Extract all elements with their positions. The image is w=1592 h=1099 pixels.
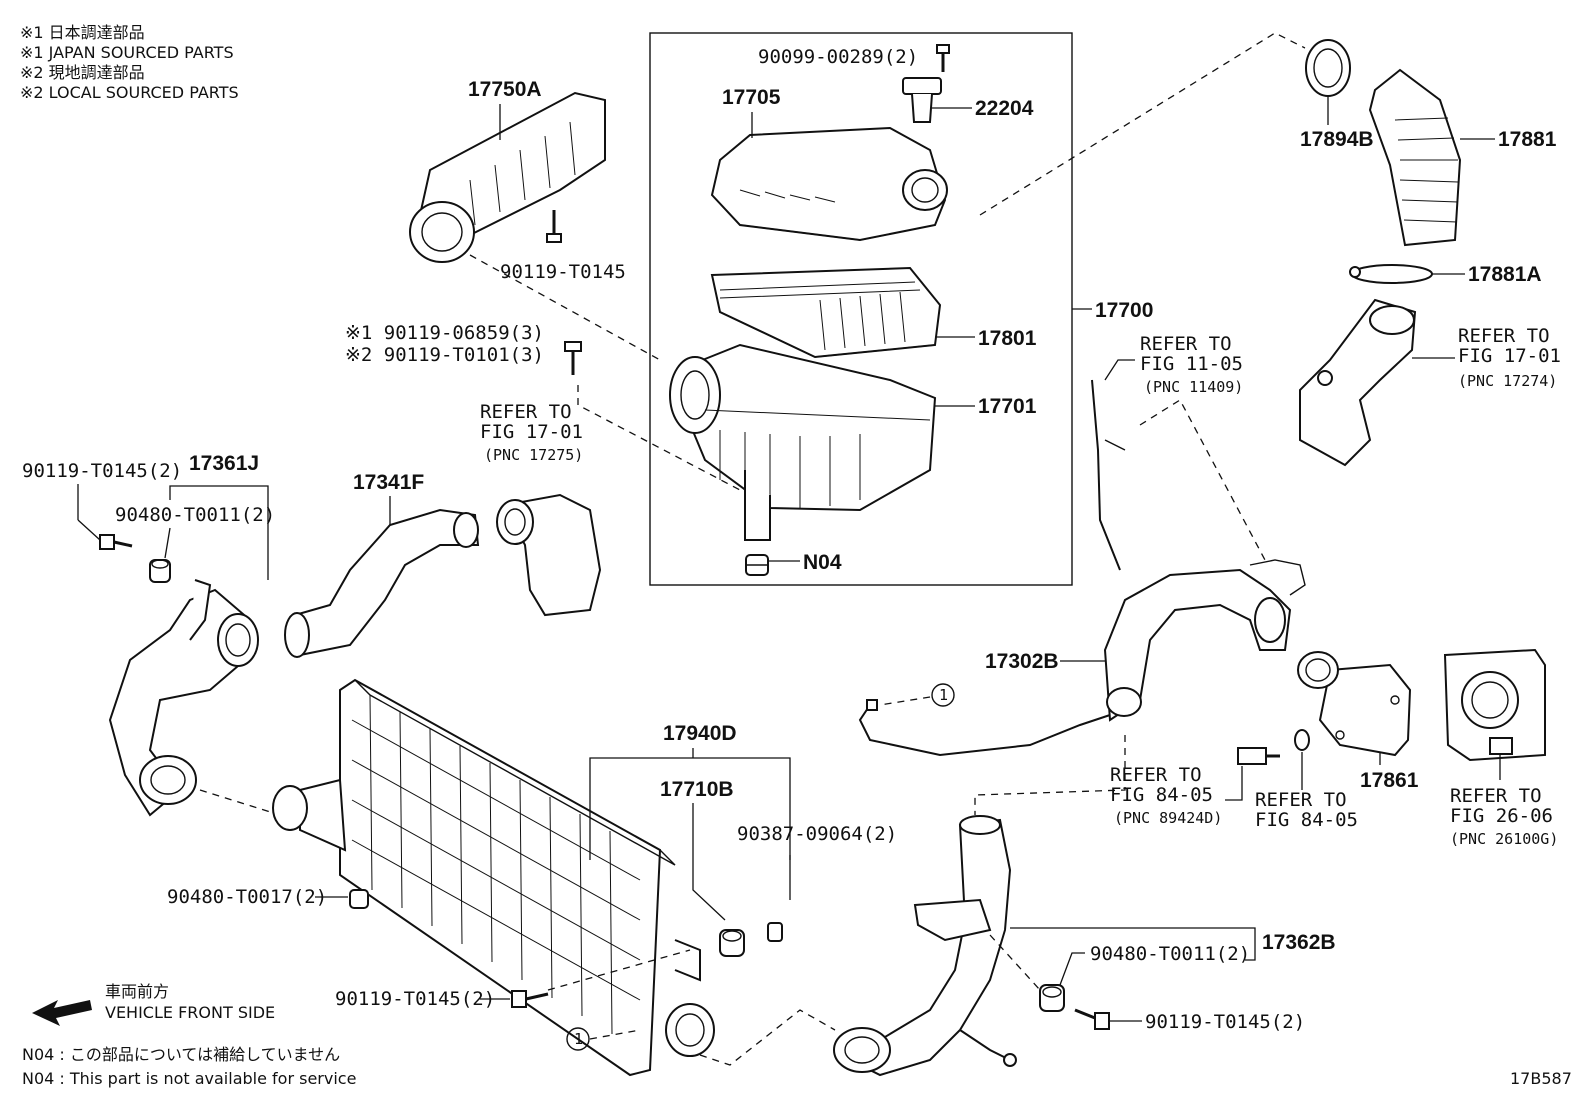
vacuum-line-icon — [858, 699, 1111, 757]
part-17881a[interactable]: 17881A — [1468, 263, 1542, 286]
part-90480-t0011-right[interactable]: 90480-T0011(2) — [1090, 943, 1250, 965]
connection-marker-1-top — [931, 683, 955, 707]
figure-code: 17B587 — [1510, 1069, 1572, 1088]
ref-4-line-3[interactable]: (PNC 89424D) — [1114, 809, 1222, 827]
ref-1-line-1[interactable]: REFER TO — [480, 401, 572, 423]
ref-6-line-2[interactable]: FIG 26-06 — [1450, 805, 1553, 827]
part-90099-00289[interactable]: 90099-00289(2) — [758, 46, 918, 68]
ref-3-line-2[interactable]: FIG 17-01 — [1458, 345, 1561, 367]
throttle-body-icon — [1443, 648, 1546, 762]
grommet-90480-t0011-left-icon — [149, 559, 171, 583]
air-cleaner-cap-icon — [710, 126, 948, 242]
ref-5-line-2[interactable]: FIG 84-05 — [1255, 809, 1358, 831]
connection-marker-1-top-label: 1 — [939, 686, 948, 704]
note-2-en: ※2 LOCAL SOURCED PARTS — [20, 83, 239, 102]
part-n04[interactable]: N04 — [803, 551, 842, 574]
bolt-90119-06859-icon — [564, 341, 582, 375]
intercooler-hose-17341f-icon — [284, 508, 480, 658]
part-17881[interactable]: 17881 — [1498, 128, 1557, 151]
intercooler-pipe-17362b-icon — [833, 815, 1017, 1077]
note-1-jp: ※1 日本調達部品 — [20, 23, 145, 42]
bolt-90119-t0145-bottom-icon — [511, 990, 549, 1008]
part-17700[interactable]: 17700 — [1095, 299, 1153, 322]
ref-1-line-2[interactable]: FIG 17-01 — [480, 421, 583, 443]
part-90119-t0145-bottom[interactable]: 90119-T0145(2) — [335, 988, 495, 1010]
part-17701[interactable]: 17701 — [978, 395, 1037, 418]
air-inlet-duct-icon — [409, 91, 606, 263]
ref-4-line-1[interactable]: REFER TO — [1110, 764, 1202, 786]
part-17362b[interactable]: 17362B — [1262, 931, 1336, 954]
part-90119-t0101[interactable]: ※2 90119-T0101(3) — [345, 344, 544, 366]
hose-clamp-17894b-icon — [1305, 39, 1351, 97]
vacuum-hose-11409-icon — [1091, 379, 1126, 571]
part-17940d[interactable]: 17940D — [663, 722, 737, 745]
ref-5-line-1[interactable]: REFER TO — [1255, 789, 1347, 811]
turbo-inlet-pipe-icon — [1299, 298, 1417, 467]
grommet-90480-t0017-icon — [349, 889, 369, 909]
part-17705[interactable]: 17705 — [722, 86, 781, 109]
part-90119-06859[interactable]: ※1 90119-06859(3) — [345, 322, 544, 344]
part-90480-t0017[interactable]: 90480-T0017(2) — [167, 886, 327, 908]
part-17750a[interactable]: 17750A — [468, 78, 542, 101]
hose-clamp-17881a-icon — [1349, 264, 1433, 284]
part-17302b[interactable]: 17302B — [985, 650, 1059, 673]
ref-3-line-3[interactable]: (PNC 17274) — [1458, 372, 1557, 390]
notes-legend: ※1 日本調達部品 ※1 JAPAN SOURCED PARTS ※2 現地調達… — [20, 23, 239, 102]
connection-marker-1-bottom-label: 1 — [574, 1030, 583, 1048]
grommet-17710b-icon — [719, 929, 745, 957]
n04-note-jp: N04 : この部品については補給していません — [22, 1045, 340, 1064]
intercooler-outlet-pipe-17302b-icon — [1103, 559, 1306, 722]
part-17801[interactable]: 17801 — [978, 327, 1037, 350]
part-90119-t0145-right[interactable]: 90119-T0145(2) — [1145, 1011, 1305, 1033]
air-cleaner-case-icon — [669, 343, 937, 541]
screw-90099-icon — [936, 44, 950, 72]
ref-2-line-3[interactable]: (PNC 11409) — [1144, 378, 1243, 396]
mass-air-flow-sensor-icon — [902, 77, 942, 123]
intake-hose-17881-icon — [1368, 68, 1462, 247]
part-17361j[interactable]: 17361J — [189, 452, 259, 475]
ref-2-line-1[interactable]: REFER TO — [1140, 333, 1232, 355]
ref-4-line-2[interactable]: FIG 84-05 — [1110, 784, 1213, 806]
ref-6-line-1[interactable]: REFER TO — [1450, 785, 1542, 807]
ref-3-line-1[interactable]: REFER TO — [1458, 325, 1550, 347]
grommet-n04-icon — [745, 554, 769, 576]
bolt-90119-t0145-right-icon — [1074, 1008, 1110, 1030]
bolt-90119-t0145-left-icon — [99, 534, 133, 550]
intake-connector-17275-icon — [496, 493, 602, 617]
vehicle-front-arrow-icon — [32, 1000, 92, 1026]
bolt-90119-t0145-top-icon — [546, 210, 562, 243]
throttle-connector-17861-icon — [1297, 651, 1412, 757]
ref-2-line-2[interactable]: FIG 11-05 — [1140, 353, 1243, 375]
intercooler-inlet-pipe-17361j-icon — [108, 579, 259, 817]
vehicle-front-jp: 車両前方 — [105, 982, 169, 1001]
part-90119-t0145-left[interactable]: 90119-T0145(2) — [22, 460, 182, 482]
part-90119-t0145-top[interactable]: 90119-T0145 — [500, 261, 626, 283]
note-1-en: ※1 JAPAN SOURCED PARTS — [20, 43, 234, 62]
air-filter-element-icon — [710, 266, 942, 359]
part-17861[interactable]: 17861 — [1360, 769, 1419, 792]
intake-air-temp-sensor-icon — [1237, 747, 1280, 765]
ref-1-line-3[interactable]: (PNC 17275) — [484, 446, 583, 464]
note-2-jp: ※2 現地調達部品 — [20, 63, 145, 82]
part-90387-09064[interactable]: 90387-09064(2) — [737, 823, 897, 845]
part-17341f[interactable]: 17341F — [353, 471, 424, 494]
part-22204[interactable]: 22204 — [975, 97, 1034, 120]
part-17710b[interactable]: 17710B — [660, 778, 734, 801]
part-90480-t0011-left[interactable]: 90480-T0011(2) — [115, 504, 275, 526]
connection-marker-1-bottom — [566, 1027, 590, 1051]
grommet-90480-t0011-right-icon — [1039, 984, 1065, 1012]
n04-note-en: N04 : This part is not available for ser… — [22, 1069, 356, 1088]
intercooler-core-icon — [272, 678, 715, 1077]
part-17894b[interactable]: 17894B — [1300, 128, 1374, 151]
collar-90387-icon — [767, 922, 783, 942]
vehicle-front-en: VEHICLE FRONT SIDE — [105, 1003, 275, 1022]
ref-6-line-3[interactable]: (PNC 26100G) — [1450, 830, 1558, 848]
gasket-84-05-icon — [1294, 729, 1310, 751]
